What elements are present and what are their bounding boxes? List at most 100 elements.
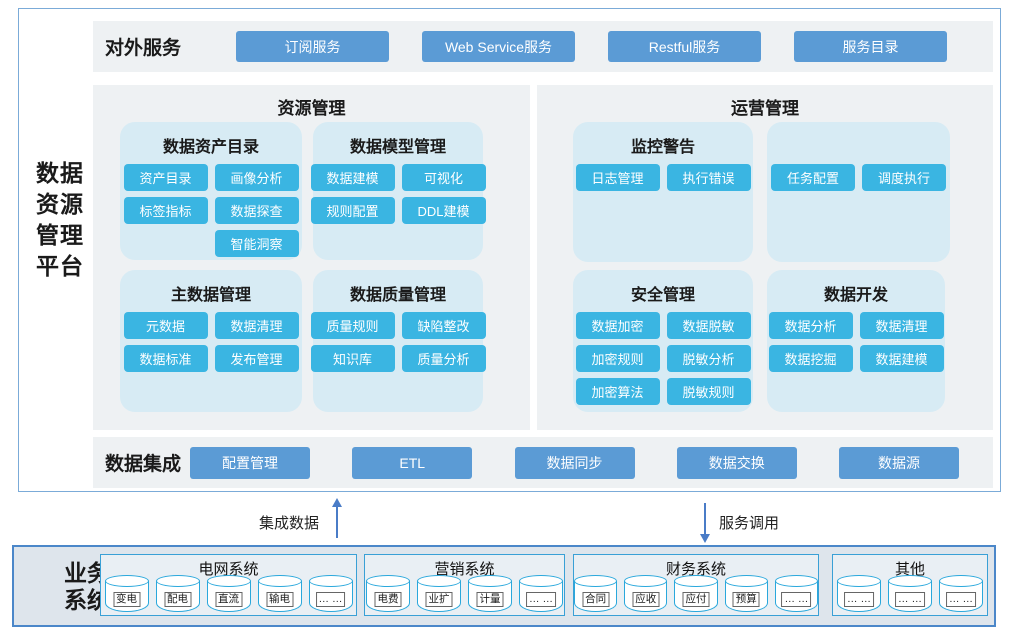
subscription-service-button[interactable]: 订阅服务 xyxy=(236,31,389,62)
chip-visualization[interactable]: 可视化 xyxy=(401,164,486,191)
external-services-buttons: 订阅服务 Web Service服务 Restful服务 服务目录 xyxy=(236,21,947,72)
database-label: 直流 xyxy=(215,592,242,607)
database-cylinder-icon: 直流 xyxy=(206,575,251,612)
chip-data-cleaning[interactable]: 数据清理 xyxy=(214,312,299,339)
database-label: … … xyxy=(315,592,346,607)
platform-title-line: 管理 xyxy=(36,222,84,248)
database-cylinder-icon: 应付 xyxy=(674,575,718,612)
database-cylinder-icon: 计量 xyxy=(468,575,512,612)
card-title: 主数据管理 xyxy=(170,287,251,304)
chip-data-analysis[interactable]: 数据分析 xyxy=(768,312,853,339)
resource-mgmt-title: 资源管理 xyxy=(277,99,346,118)
group-title: 其他 xyxy=(894,561,925,578)
card-chips: 数据分析 数据清理 数据挖掘 数据建模 xyxy=(767,312,945,372)
chip-tag-metrics[interactable]: 标签指标 xyxy=(123,197,208,224)
up-arrow-icon xyxy=(332,498,342,538)
platform-title-line: 数据 xyxy=(36,160,84,186)
chip-data-modeling2[interactable]: 数据建模 xyxy=(859,345,944,372)
database-label: … … xyxy=(844,592,874,607)
chip-data-modeling[interactable]: 数据建模 xyxy=(310,164,395,191)
platform-title-line: 平台 xyxy=(36,253,84,279)
chip-data-encryption[interactable]: 数据加密 xyxy=(575,312,660,339)
data-source-button[interactable]: 数据源 xyxy=(839,446,959,479)
chip-log-mgmt[interactable]: 日志管理 xyxy=(575,164,660,191)
group-power-grid-system: 电网系统 变电 配电 直流 输电 … … xyxy=(100,554,357,616)
database-label: 合同 xyxy=(582,592,610,607)
operation-mgmt-panel: 运营管理 监控警告 日志管理 执行错误 任务配置 调度执行 安全管理 数据加密 … xyxy=(537,85,993,430)
external-services-band: 对外服务 订阅服务 Web Service服务 Restful服务 服务目录 xyxy=(93,21,993,72)
group-databases: … … … … … … xyxy=(833,575,987,612)
chip-data-standard[interactable]: 数据标准 xyxy=(123,345,208,372)
chip-quality-analysis[interactable]: 质量分析 xyxy=(401,345,486,372)
database-label: 应收 xyxy=(632,592,660,607)
chip-encryption-rules[interactable]: 加密规则 xyxy=(575,345,660,372)
chip-schedule-exec[interactable]: 调度执行 xyxy=(862,164,946,191)
chip-encryption-algo[interactable]: 加密算法 xyxy=(575,378,660,405)
database-cylinder-icon: 配电 xyxy=(155,575,200,612)
etl-button[interactable]: ETL xyxy=(352,446,473,479)
chip-quality-rules[interactable]: 质量规则 xyxy=(310,312,395,339)
database-cylinder-icon: … … xyxy=(519,575,563,612)
database-cylinder-icon: … … xyxy=(308,575,353,612)
resource-mgmt-panel: 资源管理 数据资产目录 资产目录 画像分析 标签指标 数据探查 智能洞察 数据模… xyxy=(93,85,530,430)
card-chips: 资产目录 画像分析 标签指标 数据探查 智能洞察 xyxy=(120,164,302,257)
chip-defect-fix[interactable]: 缺陷整改 xyxy=(401,312,486,339)
database-cylinder-icon: 变电 xyxy=(104,575,149,612)
chip-data-exploration[interactable]: 数据探查 xyxy=(214,197,299,224)
group-finance-system: 财务系统 合同 应收 应付 预算 … … xyxy=(573,554,819,616)
web-service-button[interactable]: Web Service服务 xyxy=(422,31,575,62)
config-mgmt-button[interactable]: 配置管理 xyxy=(190,446,310,479)
chip-profile-analysis[interactable]: 画像分析 xyxy=(214,164,299,191)
database-label: … … xyxy=(895,592,925,607)
group-databases: 变电 配电 直流 输电 … … xyxy=(101,575,356,612)
data-exchange-button[interactable]: 数据交换 xyxy=(676,446,797,479)
chip-smart-insight[interactable]: 智能洞察 xyxy=(214,230,299,257)
card-chips: 元数据 数据清理 数据标准 发布管理 xyxy=(120,312,302,372)
service-catalog-button[interactable]: 服务目录 xyxy=(794,31,947,62)
database-cylinder-icon: 业扩 xyxy=(417,575,461,612)
restful-service-button[interactable]: Restful服务 xyxy=(608,31,761,62)
chip-data-cleaning2[interactable]: 数据清理 xyxy=(859,312,944,339)
chip-task-config[interactable]: 任务配置 xyxy=(771,164,855,191)
external-services-label: 对外服务 xyxy=(105,38,182,59)
chip-rule-config[interactable]: 规则配置 xyxy=(310,197,395,224)
chip-publish-mgmt[interactable]: 发布管理 xyxy=(214,345,299,372)
card-title: 数据资产目录 xyxy=(162,139,259,156)
down-arrow-icon xyxy=(700,503,710,543)
integrate-data-flow-label: 集成数据 xyxy=(259,515,320,532)
service-call-flow-label: 服务调用 xyxy=(719,515,780,532)
card-title: 监控警告 xyxy=(630,139,695,156)
chip-data-mining[interactable]: 数据挖掘 xyxy=(768,345,853,372)
database-label: … … xyxy=(781,592,812,607)
chip-metadata[interactable]: 元数据 xyxy=(123,312,208,339)
data-integration-band: 数据集成 配置管理 ETL 数据同步 数据交换 数据源 xyxy=(93,437,993,488)
card-data-quality-mgmt: 数据质量管理 质量规则 缺陷整改 知识库 质量分析 xyxy=(310,270,486,412)
database-cylinder-icon: 预算 xyxy=(724,575,768,612)
platform-title: 数据 资源 管理 平台 xyxy=(28,158,92,282)
group-marketing-system: 营销系统 电费 业扩 计量 … … xyxy=(364,554,565,616)
card-chips: 数据建模 可视化 规则配置 DDL建模 xyxy=(310,164,486,224)
database-label: 应付 xyxy=(682,592,710,607)
chip-exec-errors[interactable]: 执行错误 xyxy=(666,164,751,191)
chip-data-masking[interactable]: 数据脱敏 xyxy=(666,312,751,339)
database-cylinder-icon: … … xyxy=(774,575,819,612)
card-title: 安全管理 xyxy=(630,287,695,304)
card-security-mgmt: 安全管理 数据加密 数据脱敏 加密规则 脱敏分析 加密算法 脱敏规则 xyxy=(573,270,753,412)
database-label: 计量 xyxy=(476,592,504,607)
group-title: 财务系统 xyxy=(665,561,726,578)
database-cylinder-icon: 应收 xyxy=(624,575,668,612)
card-title: 数据开发 xyxy=(823,287,888,304)
database-label: 输电 xyxy=(266,592,293,607)
data-sync-button[interactable]: 数据同步 xyxy=(514,446,635,479)
database-cylinder-icon: 输电 xyxy=(257,575,302,612)
card-chips: 任务配置 调度执行 xyxy=(767,164,950,191)
chip-masking-analysis[interactable]: 脱敏分析 xyxy=(666,345,751,372)
chip-asset-catalog[interactable]: 资产目录 xyxy=(123,164,208,191)
chip-masking-rules[interactable]: 脱敏规则 xyxy=(666,378,751,405)
chip-knowledge-base[interactable]: 知识库 xyxy=(310,345,395,372)
database-label: 业扩 xyxy=(425,592,453,607)
database-label: … … xyxy=(946,592,976,607)
card-monitor-alert: 监控警告 日志管理 执行错误 xyxy=(573,122,753,262)
card-master-data-mgmt: 主数据管理 元数据 数据清理 数据标准 发布管理 xyxy=(120,270,302,412)
chip-ddl-modeling[interactable]: DDL建模 xyxy=(401,197,486,224)
